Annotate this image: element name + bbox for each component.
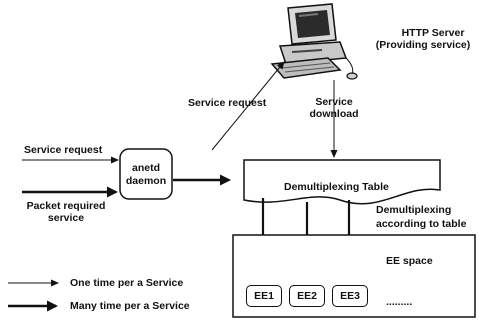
service-download-label-line2: download bbox=[309, 108, 359, 120]
service-request-up-arrow bbox=[211, 61, 285, 151]
server-subtitle: (Providing service) bbox=[375, 39, 471, 51]
legend-thin-label: One time per a Service bbox=[70, 277, 184, 289]
ee2-box: EE2 bbox=[289, 285, 325, 307]
ee3-box: EE3 bbox=[332, 285, 368, 307]
daemon-box bbox=[119, 148, 173, 200]
packet-required-label-line2: service bbox=[47, 212, 85, 224]
service-request-up-label: Service request bbox=[188, 97, 267, 109]
service-download-label-line1: Service bbox=[315, 96, 353, 108]
ee-more-ellipsis: ......... bbox=[386, 296, 413, 308]
computer-icon bbox=[270, 3, 358, 80]
ee-space-title: EE space bbox=[386, 255, 433, 267]
demux-according-label-line2: according to table bbox=[376, 218, 467, 230]
legend-thick-label: Many time per a Service bbox=[70, 300, 190, 312]
demux-table-shape bbox=[243, 159, 441, 205]
service-request-left-label: Service request bbox=[24, 144, 103, 156]
daemon-label-line1: anetd bbox=[131, 162, 160, 174]
daemon-label-line2: daemon bbox=[125, 175, 167, 187]
ee1-box: EE1 bbox=[246, 285, 282, 307]
demux-according-label-line1: Demultiplexing bbox=[376, 204, 452, 216]
packet-required-label-line1: Packet required bbox=[26, 200, 106, 212]
demux-table-label: Demultiplexing Table bbox=[284, 181, 389, 193]
server-title: HTTP Server bbox=[401, 27, 465, 39]
